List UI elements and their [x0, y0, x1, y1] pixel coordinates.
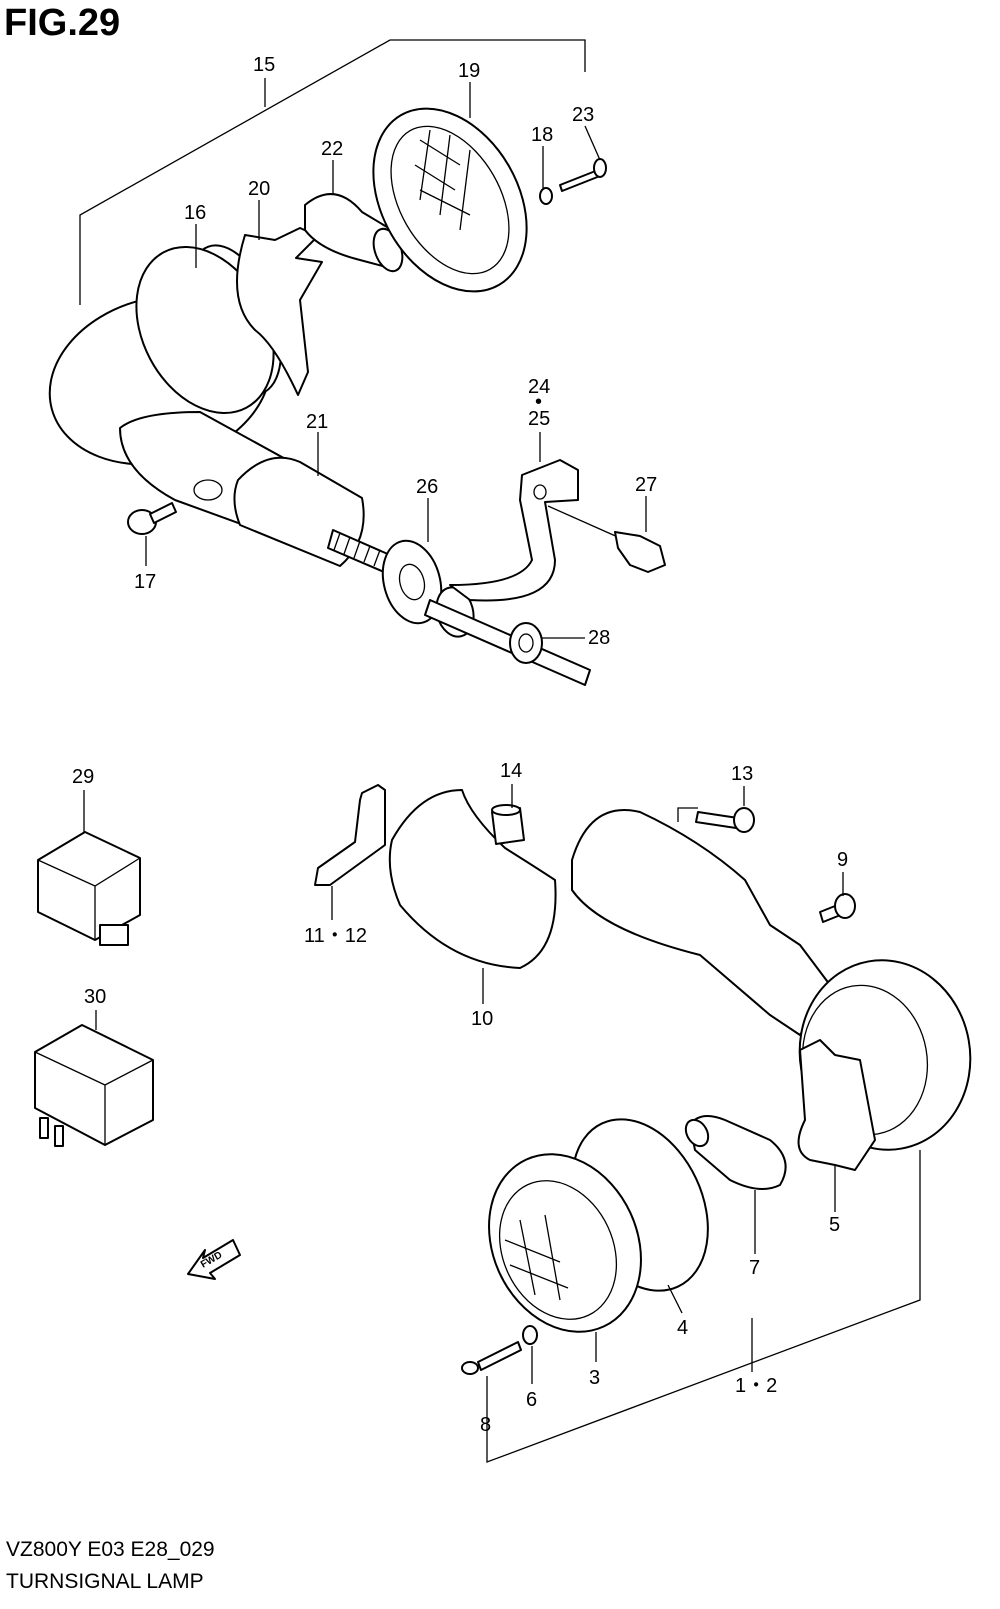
group-bracket-1-2 — [486, 1150, 921, 1463]
callout-24-25-dot: • — [535, 391, 542, 413]
part-screw-8 — [461, 1341, 522, 1375]
callout-19: 19 — [458, 60, 480, 82]
callout-11-12: 11・12 — [304, 925, 367, 947]
callout-21: 21 — [306, 411, 328, 433]
part-screw-23 — [559, 158, 607, 192]
part-cover-10 — [388, 789, 557, 969]
part-relay-29 — [37, 831, 141, 946]
callout-28: 28 — [588, 627, 610, 649]
lower-turnsignal-assembly — [314, 784, 972, 1463]
callout-26: 26 — [416, 476, 438, 498]
part-socket-plate — [236, 227, 323, 396]
relay-units — [34, 790, 154, 1147]
part-relay-30 — [34, 1024, 154, 1147]
part-wire-shaft — [424, 599, 591, 686]
group-bracket-15 — [79, 39, 586, 305]
callout-17: 17 — [134, 571, 156, 593]
callout-27: 27 — [635, 474, 657, 496]
fwd-direction-arrow: FWD — [187, 1239, 241, 1280]
part-lens — [372, 107, 528, 293]
part-socket-plate-5 — [797, 1039, 876, 1171]
callout-24: 24 — [528, 376, 550, 398]
upper-turnsignal-assembly — [48, 39, 666, 686]
leader-4 — [667, 1284, 683, 1314]
callout-8: 8 — [480, 1414, 491, 1436]
callout-labels: 15 19 23 18 22 20 16 24 • 25 21 26 27 17… — [72, 54, 848, 1436]
part-nut-26 — [381, 539, 443, 625]
callout-14: 14 — [500, 760, 522, 782]
leader-23 — [584, 125, 601, 161]
part-washer-18 — [539, 187, 553, 205]
callout-16: 16 — [184, 202, 206, 224]
part-housing-lower — [571, 809, 972, 1151]
part-bracket-11-12 — [314, 784, 386, 886]
part-washer-6 — [522, 1325, 538, 1345]
callout-5: 5 — [829, 1214, 840, 1236]
part-nut-28 — [509, 622, 543, 664]
part-screw-13 — [677, 807, 755, 833]
callout-4: 4 — [677, 1317, 688, 1339]
part-bulb-7 — [684, 1115, 787, 1190]
part-collar-14 — [491, 804, 525, 845]
callout-1-2: 1・2 — [735, 1375, 777, 1397]
part-bolt-27 — [547, 505, 666, 573]
callout-29: 29 — [72, 766, 94, 788]
callout-10: 10 — [471, 1008, 493, 1030]
callout-18: 18 — [531, 124, 553, 146]
callout-13: 13 — [731, 763, 753, 785]
part-lens-3 — [488, 1153, 642, 1333]
callout-9: 9 — [837, 849, 848, 871]
part-screw-17 — [127, 502, 177, 535]
callout-7: 7 — [749, 1257, 760, 1279]
callout-23: 23 — [572, 104, 594, 126]
callout-6: 6 — [526, 1389, 537, 1411]
figure-title: FIG.29 — [4, 2, 121, 44]
part-mount-bracket — [449, 459, 579, 602]
callout-22: 22 — [321, 138, 343, 160]
callout-3: 3 — [589, 1367, 600, 1389]
callout-20: 20 — [248, 178, 270, 200]
part-screw-9 — [819, 893, 856, 923]
callout-30: 30 — [84, 986, 106, 1008]
figure-code: VZ800Y E03 E28_029 — [6, 1538, 215, 1561]
figure-name: TURNSIGNAL LAMP — [6, 1570, 204, 1593]
callout-25: 25 — [528, 408, 550, 430]
callout-15: 15 — [253, 54, 275, 76]
